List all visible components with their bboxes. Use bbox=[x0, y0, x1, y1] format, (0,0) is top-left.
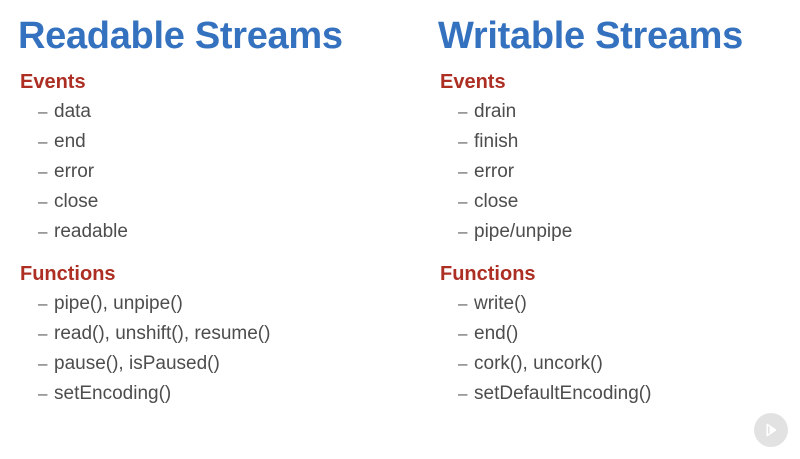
column-readable-streams: Readable Streams Events – data – end – e… bbox=[18, 15, 400, 409]
dash-bullet-icon: – bbox=[38, 102, 48, 121]
list-item-label: end() bbox=[474, 323, 519, 344]
dash-bullet-icon: – bbox=[38, 192, 48, 211]
dash-bullet-icon: – bbox=[38, 354, 48, 373]
dash-bullet-icon: – bbox=[458, 384, 468, 403]
list-item: – pause(), isPaused() bbox=[38, 349, 400, 379]
dash-bullet-icon: – bbox=[458, 102, 468, 121]
dash-bullet-icon: – bbox=[458, 324, 468, 343]
list-item: – pipe(), unpipe() bbox=[38, 289, 400, 319]
list-item: – pipe/unpipe bbox=[458, 217, 800, 247]
list-readable-functions: – pipe(), unpipe() – read(), unshift(), … bbox=[18, 289, 400, 409]
list-item-label: pause(), isPaused() bbox=[54, 353, 220, 374]
list-item-label: read(), unshift(), resume() bbox=[54, 323, 271, 344]
dash-bullet-icon: – bbox=[38, 384, 48, 403]
list-item: – data bbox=[38, 97, 400, 127]
dash-bullet-icon: – bbox=[458, 162, 468, 181]
list-item: – error bbox=[458, 157, 800, 187]
list-item: – end() bbox=[458, 319, 800, 349]
list-item-label: pipe/unpipe bbox=[474, 221, 573, 242]
list-item: – close bbox=[458, 187, 800, 217]
section-writable-functions: Functions – write() – end() – cork(), un… bbox=[438, 261, 800, 409]
section-readable-events: Events – data – end – error – bbox=[18, 69, 400, 247]
list-item: – close bbox=[38, 187, 400, 217]
list-item-label: setDefaultEncoding() bbox=[474, 383, 652, 404]
brand-watermark bbox=[754, 413, 788, 447]
list-item: – readable bbox=[38, 217, 400, 247]
list-item-label: error bbox=[474, 161, 515, 182]
list-writable-events: – drain – finish – error – close bbox=[438, 97, 800, 247]
dash-bullet-icon: – bbox=[458, 294, 468, 313]
dash-bullet-icon: – bbox=[38, 324, 48, 343]
dash-bullet-icon: – bbox=[38, 162, 48, 181]
section-readable-functions: Functions – pipe(), unpipe() – read(), u… bbox=[18, 261, 400, 409]
section-heading-events: Events bbox=[440, 71, 506, 93]
list-item: – error bbox=[38, 157, 400, 187]
dash-bullet-icon: – bbox=[458, 354, 468, 373]
list-readable-events: – data – end – error – close bbox=[18, 97, 400, 247]
section-heading-events: Events bbox=[20, 71, 86, 93]
section-heading-functions: Functions bbox=[440, 263, 536, 285]
list-item-label: cork(), uncork() bbox=[474, 353, 603, 374]
section-heading-functions: Functions bbox=[20, 263, 116, 285]
list-item-label: pipe(), unpipe() bbox=[54, 293, 183, 314]
dash-bullet-icon: – bbox=[458, 132, 468, 151]
list-item-label: drain bbox=[474, 101, 517, 122]
list-item-label: close bbox=[54, 191, 99, 212]
list-writable-functions: – write() – end() – cork(), uncork() – s… bbox=[438, 289, 800, 409]
page-title-writable-streams: Writable Streams bbox=[438, 15, 743, 57]
list-item: – cork(), uncork() bbox=[458, 349, 800, 379]
list-item: – read(), unshift(), resume() bbox=[38, 319, 400, 349]
play-triangle-icon bbox=[761, 420, 781, 440]
list-item: – end bbox=[38, 127, 400, 157]
dash-bullet-icon: – bbox=[38, 222, 48, 241]
list-item-label: error bbox=[54, 161, 95, 182]
dash-bullet-icon: – bbox=[38, 132, 48, 151]
list-item-label: finish bbox=[474, 131, 519, 152]
list-item-label: end bbox=[54, 131, 86, 152]
list-item-label: data bbox=[54, 101, 91, 122]
list-item-label: setEncoding() bbox=[54, 383, 172, 404]
list-item-label: readable bbox=[54, 221, 128, 242]
page-title-readable-streams: Readable Streams bbox=[18, 15, 343, 57]
list-item: – setDefaultEncoding() bbox=[458, 379, 800, 409]
list-item: – setEncoding() bbox=[38, 379, 400, 409]
dash-bullet-icon: – bbox=[38, 294, 48, 313]
list-item-label: write() bbox=[474, 293, 527, 314]
list-item-label: close bbox=[474, 191, 519, 212]
list-item: – finish bbox=[458, 127, 800, 157]
section-writable-events: Events – drain – finish – error bbox=[438, 69, 800, 247]
dash-bullet-icon: – bbox=[458, 192, 468, 211]
list-item: – drain bbox=[458, 97, 800, 127]
dash-bullet-icon: – bbox=[458, 222, 468, 241]
list-item: – write() bbox=[458, 289, 800, 319]
column-writable-streams: Writable Streams Events – drain – finish… bbox=[400, 0, 800, 459]
